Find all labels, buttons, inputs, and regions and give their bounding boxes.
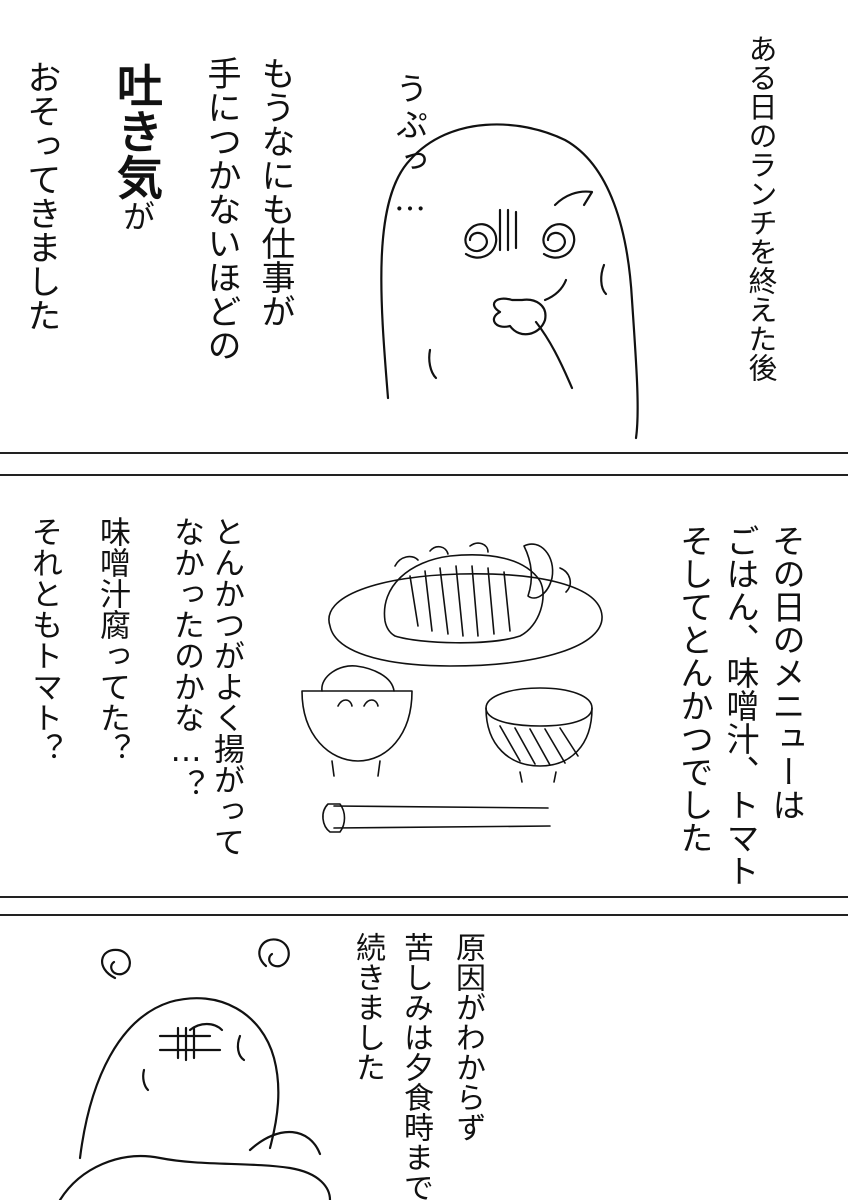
menu-line-1: その日のメニューは bbox=[767, 524, 806, 821]
menu-line-2: ごはん、味噌汁、トマト bbox=[721, 524, 760, 887]
question-line-1: とんかつがよく揚がって bbox=[208, 516, 244, 857]
panel-2: その日のメニューは ごはん、味噌汁、トマト そしてとんかつでした とんかつがよく… bbox=[0, 476, 848, 896]
lying-ghost-illustration bbox=[58, 938, 332, 1200]
particle-ga: が bbox=[118, 200, 156, 232]
caption-line-3: 続きました bbox=[350, 932, 385, 1082]
sfx-text: うぷっ… bbox=[391, 72, 429, 222]
nausea-emphasis: 吐き気 bbox=[110, 62, 164, 200]
speech-line-3: 吐き気が bbox=[110, 62, 164, 232]
speech-line-1: もうなにも仕事が bbox=[255, 56, 295, 328]
speech-line-4: おそってきました bbox=[21, 60, 61, 332]
caption-line-2: 苦しみは夕食時まで bbox=[398, 932, 433, 1200]
question-line-3: 味噌汁腐ってた？ bbox=[94, 516, 130, 764]
menu-line-3: そしてとんかつでした bbox=[675, 524, 714, 854]
panel-1: ある日のランチを終えた後 うぷっ… もうなにも仕事が 手につかないほどの 吐き気… bbox=[0, 0, 848, 452]
panel-divider-2 bbox=[0, 474, 848, 476]
nauseous-ghost-illustration bbox=[380, 123, 639, 440]
panel-divider-4 bbox=[0, 914, 848, 916]
caption-line-1: 原因がわからず bbox=[450, 932, 485, 1142]
question-line-2: なかったのかな…？ bbox=[168, 516, 204, 800]
narration-text: ある日のランチを終えた後 bbox=[744, 34, 778, 382]
meal-illustration bbox=[301, 542, 603, 833]
speech-line-2: 手につかないほどの bbox=[201, 56, 241, 362]
question-line-4: それともトマト？ bbox=[26, 516, 62, 764]
panel-divider-3 bbox=[0, 896, 848, 898]
panel-3: 原因がわからず 苦しみは夕食時まで 続きました bbox=[0, 918, 848, 1200]
panel-divider-1 bbox=[0, 452, 848, 454]
